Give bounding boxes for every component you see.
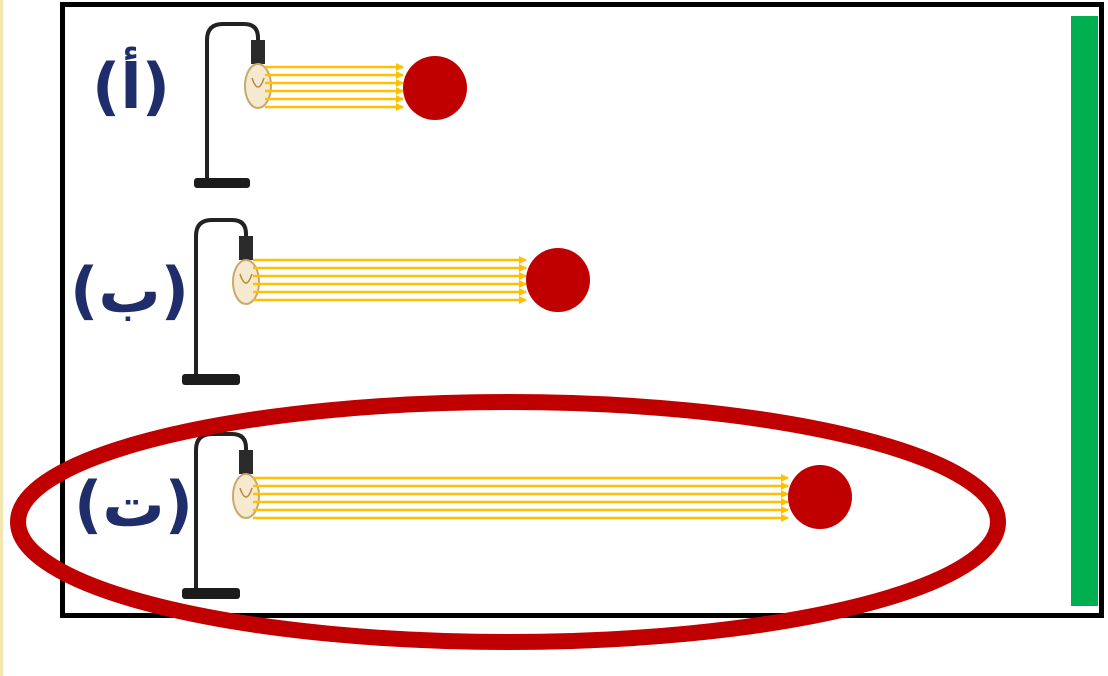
left-edge-strip xyxy=(0,0,3,676)
green-screen xyxy=(1071,16,1098,606)
light-rays-t xyxy=(253,474,789,522)
option-label-b: (ب) xyxy=(70,254,189,327)
ball-icon-a xyxy=(403,56,467,120)
diagram-frame xyxy=(60,2,1104,618)
light-rays-b xyxy=(253,256,527,304)
lamp-icon-b xyxy=(182,218,260,385)
highlight-ellipse xyxy=(10,394,1006,650)
ball-icon-t xyxy=(788,465,852,529)
lamp-icon-t xyxy=(182,432,260,599)
light-rays-a xyxy=(265,63,404,111)
lamp-icon-a xyxy=(194,22,272,188)
ball-icon-b xyxy=(526,248,590,312)
option-label-t: (ت) xyxy=(74,468,193,541)
option-label-a: (أ) xyxy=(92,50,170,123)
